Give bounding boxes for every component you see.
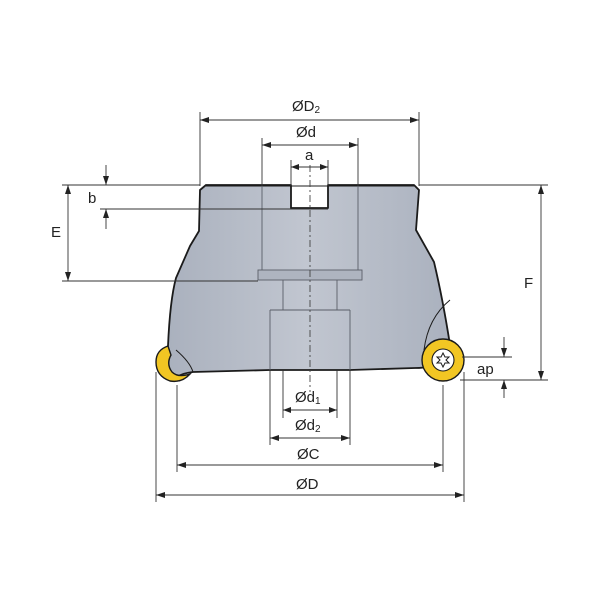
label-a: a	[305, 147, 314, 164]
dimension-D: ØD	[155, 372, 465, 502]
dimension-D2: ØD2	[199, 98, 420, 186]
label-C: ØC	[297, 446, 320, 463]
dimension-d2: Ød2	[269, 370, 351, 445]
dimension-E: E	[51, 185, 258, 282]
label-F: F	[524, 275, 533, 292]
dimension-ap: ap	[462, 337, 512, 398]
insert-left	[155, 345, 193, 383]
insert-right	[421, 338, 465, 382]
dimension-C: ØC	[176, 385, 444, 472]
label-d2: Ød2	[295, 417, 321, 435]
dimension-a: a	[290, 147, 329, 186]
torx-screw-icon	[431, 348, 455, 372]
dimension-d1: Ød1	[282, 370, 338, 418]
label-d: Ød	[296, 124, 316, 141]
label-d1: Ød1	[295, 389, 321, 407]
chip-pocket-edge	[423, 299, 451, 351]
label-D2: ØD2	[292, 98, 321, 116]
label-E: E	[51, 224, 61, 241]
label-b: b	[88, 190, 96, 207]
label-ap: ap	[477, 361, 494, 378]
dimension-d: Ød	[261, 124, 359, 186]
label-D: ØD	[296, 476, 319, 493]
chip-pocket-edge-left	[175, 349, 194, 373]
dimension-b: b	[62, 165, 328, 229]
